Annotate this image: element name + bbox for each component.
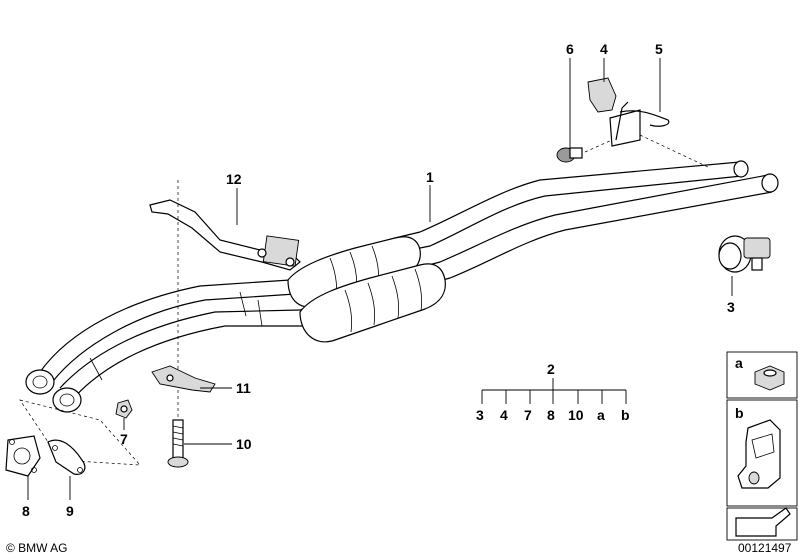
rubber-hanger-icon: [737, 419, 781, 489]
callout-9: 9: [66, 503, 74, 519]
exhaust-pipe-assembly: [25, 160, 779, 413]
legend-panel: a b: [726, 351, 798, 541]
callout-11: 11: [236, 380, 251, 396]
nut-part-7: [115, 399, 133, 419]
kit-item-2: 7: [524, 407, 532, 423]
kit-item-1: 4: [500, 407, 508, 423]
callout-10: 10: [236, 436, 252, 452]
callout-7: 7: [120, 431, 128, 447]
bracket-part-12: [149, 199, 301, 271]
bolt-part-10: [167, 419, 189, 468]
callout-3: 3: [727, 299, 735, 315]
callout-6: 6: [566, 41, 574, 57]
gasket-parts: [5, 399, 141, 477]
leader-lines: [27, 58, 733, 500]
hanger-assembly: [556, 77, 711, 169]
image-number: 00121497: [738, 541, 792, 555]
callout-5: 5: [655, 41, 663, 57]
callout-1: 1: [426, 169, 434, 185]
kit-item-4: 10: [568, 407, 584, 423]
clamp-part-3: [718, 235, 771, 273]
callout-8: 8: [22, 503, 30, 519]
legend-label-b: b: [735, 405, 744, 421]
direction-arrow-icon: [735, 507, 791, 537]
callout-4: 4: [600, 41, 608, 57]
kit-item-6: b: [621, 407, 630, 423]
legend-label-a: a: [735, 355, 743, 371]
kit-item-0: 3: [476, 407, 484, 423]
kit-item-3: 8: [547, 407, 555, 423]
kit-item-5: a: [597, 407, 605, 423]
callout-2: 2: [547, 361, 555, 377]
callout-12: 12: [226, 171, 242, 187]
copyright-text: © BMW AG: [6, 541, 68, 555]
nut-icon: [754, 365, 785, 391]
